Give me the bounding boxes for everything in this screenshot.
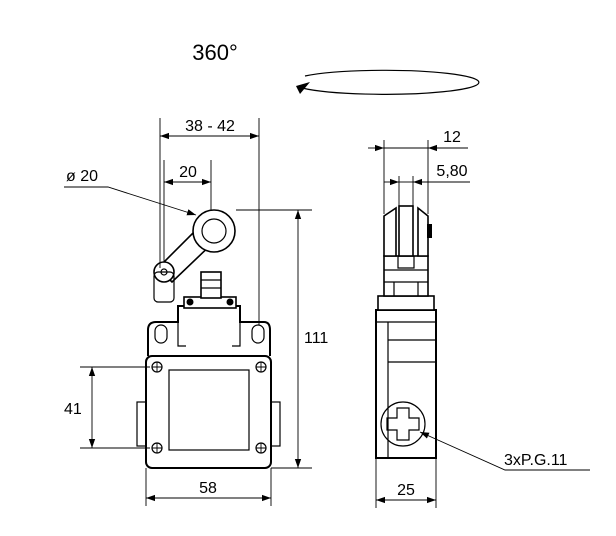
- leader-line: [64, 186, 197, 216]
- dim-roller-width: 5,80: [436, 163, 467, 180]
- screw-icon: [151, 442, 163, 454]
- dim-body-depth: 25: [397, 482, 415, 499]
- dim-width-range: 38 - 42: [185, 118, 235, 135]
- dim-roller-diameter: ø 20: [66, 168, 98, 185]
- front-body: [145, 355, 272, 469]
- screw-icon: [255, 442, 267, 454]
- screw-icon: [255, 361, 267, 373]
- side-head-notch: [397, 256, 415, 269]
- dim-conduit: 3xP.G.11: [504, 452, 568, 469]
- side-fork-left: [383, 206, 397, 257]
- front-boss-left: [136, 401, 147, 447]
- side-conduit-cross-icon: [386, 407, 420, 441]
- side-head-detail: [384, 269, 428, 296]
- front-plunger: [200, 271, 222, 299]
- front-roller: [192, 209, 236, 253]
- side-view: 12 5,80 25 3xP.G.11: [368, 129, 590, 508]
- front-pivot-hub: [153, 271, 175, 303]
- dim-body-width: 58: [199, 480, 217, 497]
- front-slot-right: [251, 324, 265, 344]
- front-view: 38 - 42 20 ø 20 111 41 58: [64, 118, 328, 506]
- dim-mount-spacing: 41: [64, 401, 82, 418]
- front-roller-hub: [201, 218, 227, 244]
- side-roller: [398, 205, 414, 257]
- dim-roller-offset: 20: [179, 164, 197, 181]
- side-head-block: [383, 255, 429, 297]
- rotation-ellipse: [301, 69, 480, 95]
- front-cover: [168, 369, 250, 451]
- leader-line: [419, 431, 590, 471]
- rotation-indicator: 360°: [192, 40, 480, 95]
- side-axle-cap: [427, 224, 432, 238]
- front-plunger-rings: [201, 279, 221, 289]
- side-fork-right: [417, 206, 429, 257]
- front-screws: [151, 361, 267, 454]
- rotation-label: 360°: [192, 40, 238, 65]
- dim-height-total: 111: [304, 330, 328, 347]
- rotation-arrow-icon: [296, 82, 310, 94]
- dim-head-width: 12: [443, 129, 461, 146]
- front-plate-step: [177, 322, 241, 347]
- side-head-plate: [377, 295, 435, 311]
- front-head-bolt: [226, 298, 234, 306]
- side-conduit: [380, 401, 426, 447]
- front-slot-left: [154, 324, 168, 344]
- front-head-bolt: [186, 298, 194, 306]
- screw-icon: [151, 361, 163, 373]
- front-boss-right: [270, 401, 281, 447]
